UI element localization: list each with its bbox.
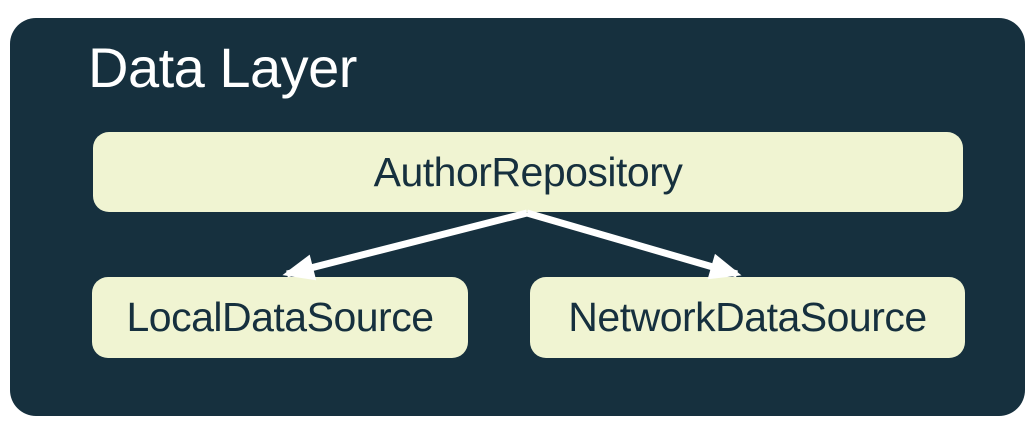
node-network-data-source: NetworkDataSource bbox=[530, 277, 965, 358]
diagram-title: Data Layer bbox=[88, 36, 357, 99]
node-author-repository: AuthorRepository bbox=[93, 132, 963, 212]
node-network-data-source-label: NetworkDataSource bbox=[568, 294, 927, 340]
node-local-data-source-label: LocalDataSource bbox=[126, 294, 434, 340]
node-local-data-source: LocalDataSource bbox=[92, 277, 468, 358]
node-author-repository-label: AuthorRepository bbox=[373, 148, 683, 195]
